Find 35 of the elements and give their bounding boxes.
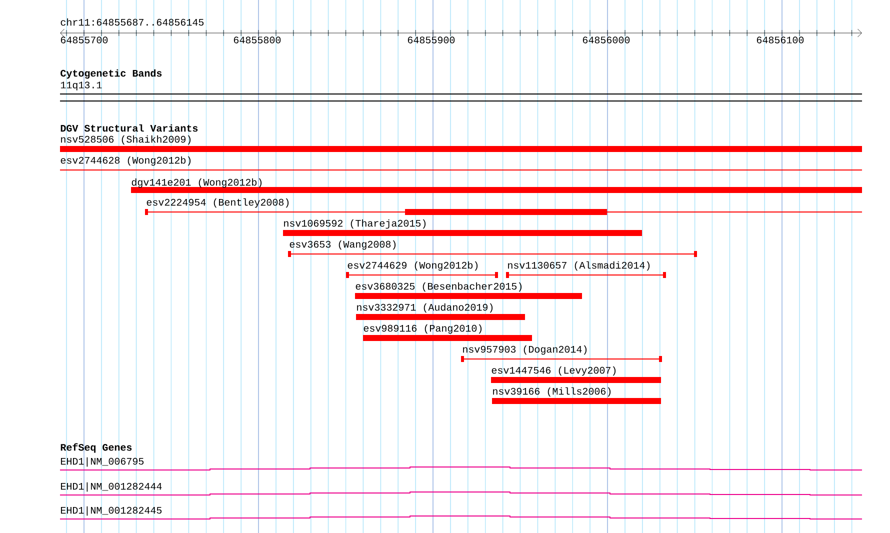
variant-line: nsv1130657 (Alsmadi2014) [506,261,666,278]
track-title: RefSeq Genes [60,443,132,453]
variant-bar: esv3680325 (Besenbacher2015) [355,282,582,299]
variant-bar: nsv1069592 (Thareja2015) [283,219,642,236]
variant-bar: esv989116 (Pang2010) [363,324,532,341]
node-label: esv3680325 (Besenbacher2015) [356,282,522,292]
node-label: nsv39166 (Mills2006) [493,387,611,397]
cytoband: 11q13.1 [60,82,862,102]
variant-line: esv2744628 (Wong2012b) [60,156,862,170]
variant-line: nsv957903 (Dogan2014) [461,345,662,362]
variant-line: esv3653 (Wang2008) [288,240,697,257]
gene-model: EHD1|NM_001282445 [60,506,862,520]
gene-model: EHD1|NM_001282444 [60,482,862,496]
node-label: nsv3332971 (Audano2019) [357,303,493,313]
variant-bar: dgv141e201 (Wong2012b) [131,178,862,193]
node-label: esv2224954 (Bentley2008) [146,198,289,208]
variant-bar: nsv3332971 (Audano2019) [356,303,525,320]
variant-bar: nsv528506 (Shaikh2009) [60,135,862,152]
variant-line: esv2744629 (Wong2012b) [346,261,498,278]
variant-bar: esv2224954 (Bentley2008) [145,198,862,215]
gene-model: EHD1|NM_006795 [60,457,862,470]
node-label: nsv1069592 (Thareja2015) [284,219,426,229]
tick-label: 64855900 [408,36,455,44]
tick-label: 64855700 [60,36,108,44]
node-label: nsv528506 (Shaikh2009) [61,135,191,145]
track-title: DGV Structural Variants [60,124,198,132]
node-label: dgv141e201 (Wong2012b) [132,178,262,188]
node-label: esv989116 (Pang2010) [364,324,482,334]
variant-bar: nsv39166 (Mills2006) [492,387,661,404]
tick-label: 64856100 [756,36,804,44]
node-label: esv1447546 (Levy2007) [492,366,616,376]
tick-label: 64856000 [582,36,630,44]
region-label: chr11:64855687..64856145 [60,18,204,26]
tick-label: 64855800 [234,36,281,44]
variant-bar: esv1447546 (Levy2007) [491,366,661,383]
